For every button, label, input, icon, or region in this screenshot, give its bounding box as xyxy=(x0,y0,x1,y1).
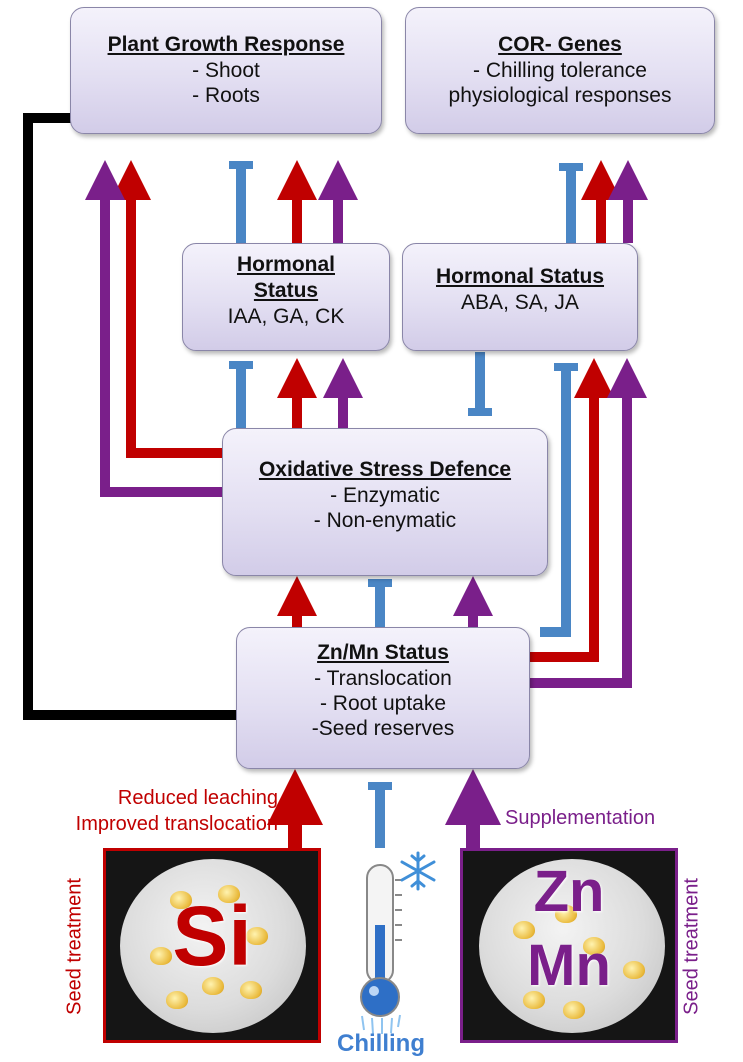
seed xyxy=(583,937,605,955)
plant-growth-title: Plant Growth Response xyxy=(107,33,345,56)
chilling-label: Chilling xyxy=(337,1030,425,1057)
si-effect-line-2: Improved translocation xyxy=(75,813,278,835)
chilling-inhibit-znmn-to-oxidative xyxy=(368,579,392,627)
seed xyxy=(170,891,192,909)
cor-genes-title: COR- Genes xyxy=(498,33,622,56)
chilling-inhibit-hormonal-right-to-cor xyxy=(559,163,583,243)
supplementation-label: Supplementation xyxy=(505,807,656,829)
znmn-line-root-uptake: - Root uptake xyxy=(319,692,447,715)
seed xyxy=(513,921,535,939)
purple-loop-oxidative-to-growth xyxy=(85,160,222,497)
red-arrow-znmn-to-hormonal-right xyxy=(530,358,614,662)
zn-overlay-text: Zn xyxy=(533,859,605,924)
znmn-line-seed-reserves: -Seed reserves xyxy=(311,717,455,740)
red-loop-oxidative-to-growth xyxy=(111,160,222,458)
seed xyxy=(166,991,188,1009)
oxidative-title: Oxidative Stress Defence xyxy=(258,458,512,481)
cor-genes-line-2: physiological responses xyxy=(448,84,672,107)
seed xyxy=(202,977,224,995)
seed-treatment-right-label: Seed treatment xyxy=(680,878,703,1015)
purple-arrow-znmn-to-hormonal-right xyxy=(530,358,647,688)
znmn-title: Zn/Mn Status xyxy=(317,641,449,664)
znmn-overlay-text: Zn Mn xyxy=(463,855,675,1003)
hormonal-left-title-line-2: Status xyxy=(253,279,319,302)
si-overlay-text: Si xyxy=(172,889,252,983)
si-effect-label: Reduced leaching Improved translocation xyxy=(10,785,278,837)
chilling-inhibit-hormonal-left-to-growth xyxy=(229,161,253,243)
plant-growth-line-roots: - Roots xyxy=(192,84,260,107)
seed xyxy=(623,961,645,979)
si-seed-treatment-photo: Si xyxy=(103,848,321,1043)
oxidative-line-non-enzymatic: - Non-enymatic xyxy=(313,509,457,532)
znmn-line-translocation: - Translocation xyxy=(314,667,452,690)
oxidative-line-enzymatic: - Enzymatic xyxy=(330,484,440,507)
mn-overlay-text: Mn xyxy=(527,933,611,998)
feedback-arrow-roots-to-uptake xyxy=(23,113,288,735)
hormonal-left-line-1: IAA, GA, CK xyxy=(227,305,345,328)
snowflake-icon xyxy=(400,851,436,891)
hormonal-right-line-1: ABA, SA, JA xyxy=(461,291,579,314)
seed xyxy=(523,991,545,1009)
hormonal-status-right-node: Hormonal Status ABA, SA, JA xyxy=(402,243,638,351)
seed xyxy=(150,947,172,965)
chilling-inhibit-to-hormonal-right xyxy=(468,352,492,416)
seed xyxy=(246,927,268,945)
seed xyxy=(240,981,262,999)
znmn-seed-treatment-photo: Zn Mn xyxy=(460,848,678,1043)
plant-growth-line-shoot: - Shoot xyxy=(192,59,260,82)
seed xyxy=(218,885,240,903)
oxidative-stress-defence-node: Oxidative Stress Defence - Enzymatic - N… xyxy=(222,428,548,576)
cor-genes-node: COR- Genes - Chilling tolerance physiolo… xyxy=(405,7,715,134)
hormonal-left-title-line-1: Hormonal xyxy=(236,253,335,276)
hormonal-right-title: Hormonal Status xyxy=(435,265,605,288)
chilling-inhibit-oxidative-to-hormonal-left xyxy=(229,361,253,428)
hormonal-status-left-node: Hormonal Status IAA, GA, CK xyxy=(182,243,390,351)
seed xyxy=(563,1001,585,1019)
chilling-inhibit-to-znmn xyxy=(368,782,392,848)
plant-growth-response-node: Plant Growth Response - Shoot - Roots xyxy=(70,7,382,134)
si-petri-dish xyxy=(120,859,306,1033)
seed-treatment-left-label: Seed treatment xyxy=(63,878,86,1015)
cor-genes-line-1: - Chilling tolerance xyxy=(473,59,647,82)
si-effect-line-1: Reduced leaching xyxy=(117,787,278,809)
seed xyxy=(555,905,577,923)
thermometer-icon xyxy=(360,864,402,1035)
znmn-status-node: Zn/Mn Status - Translocation - Root upta… xyxy=(236,627,530,769)
